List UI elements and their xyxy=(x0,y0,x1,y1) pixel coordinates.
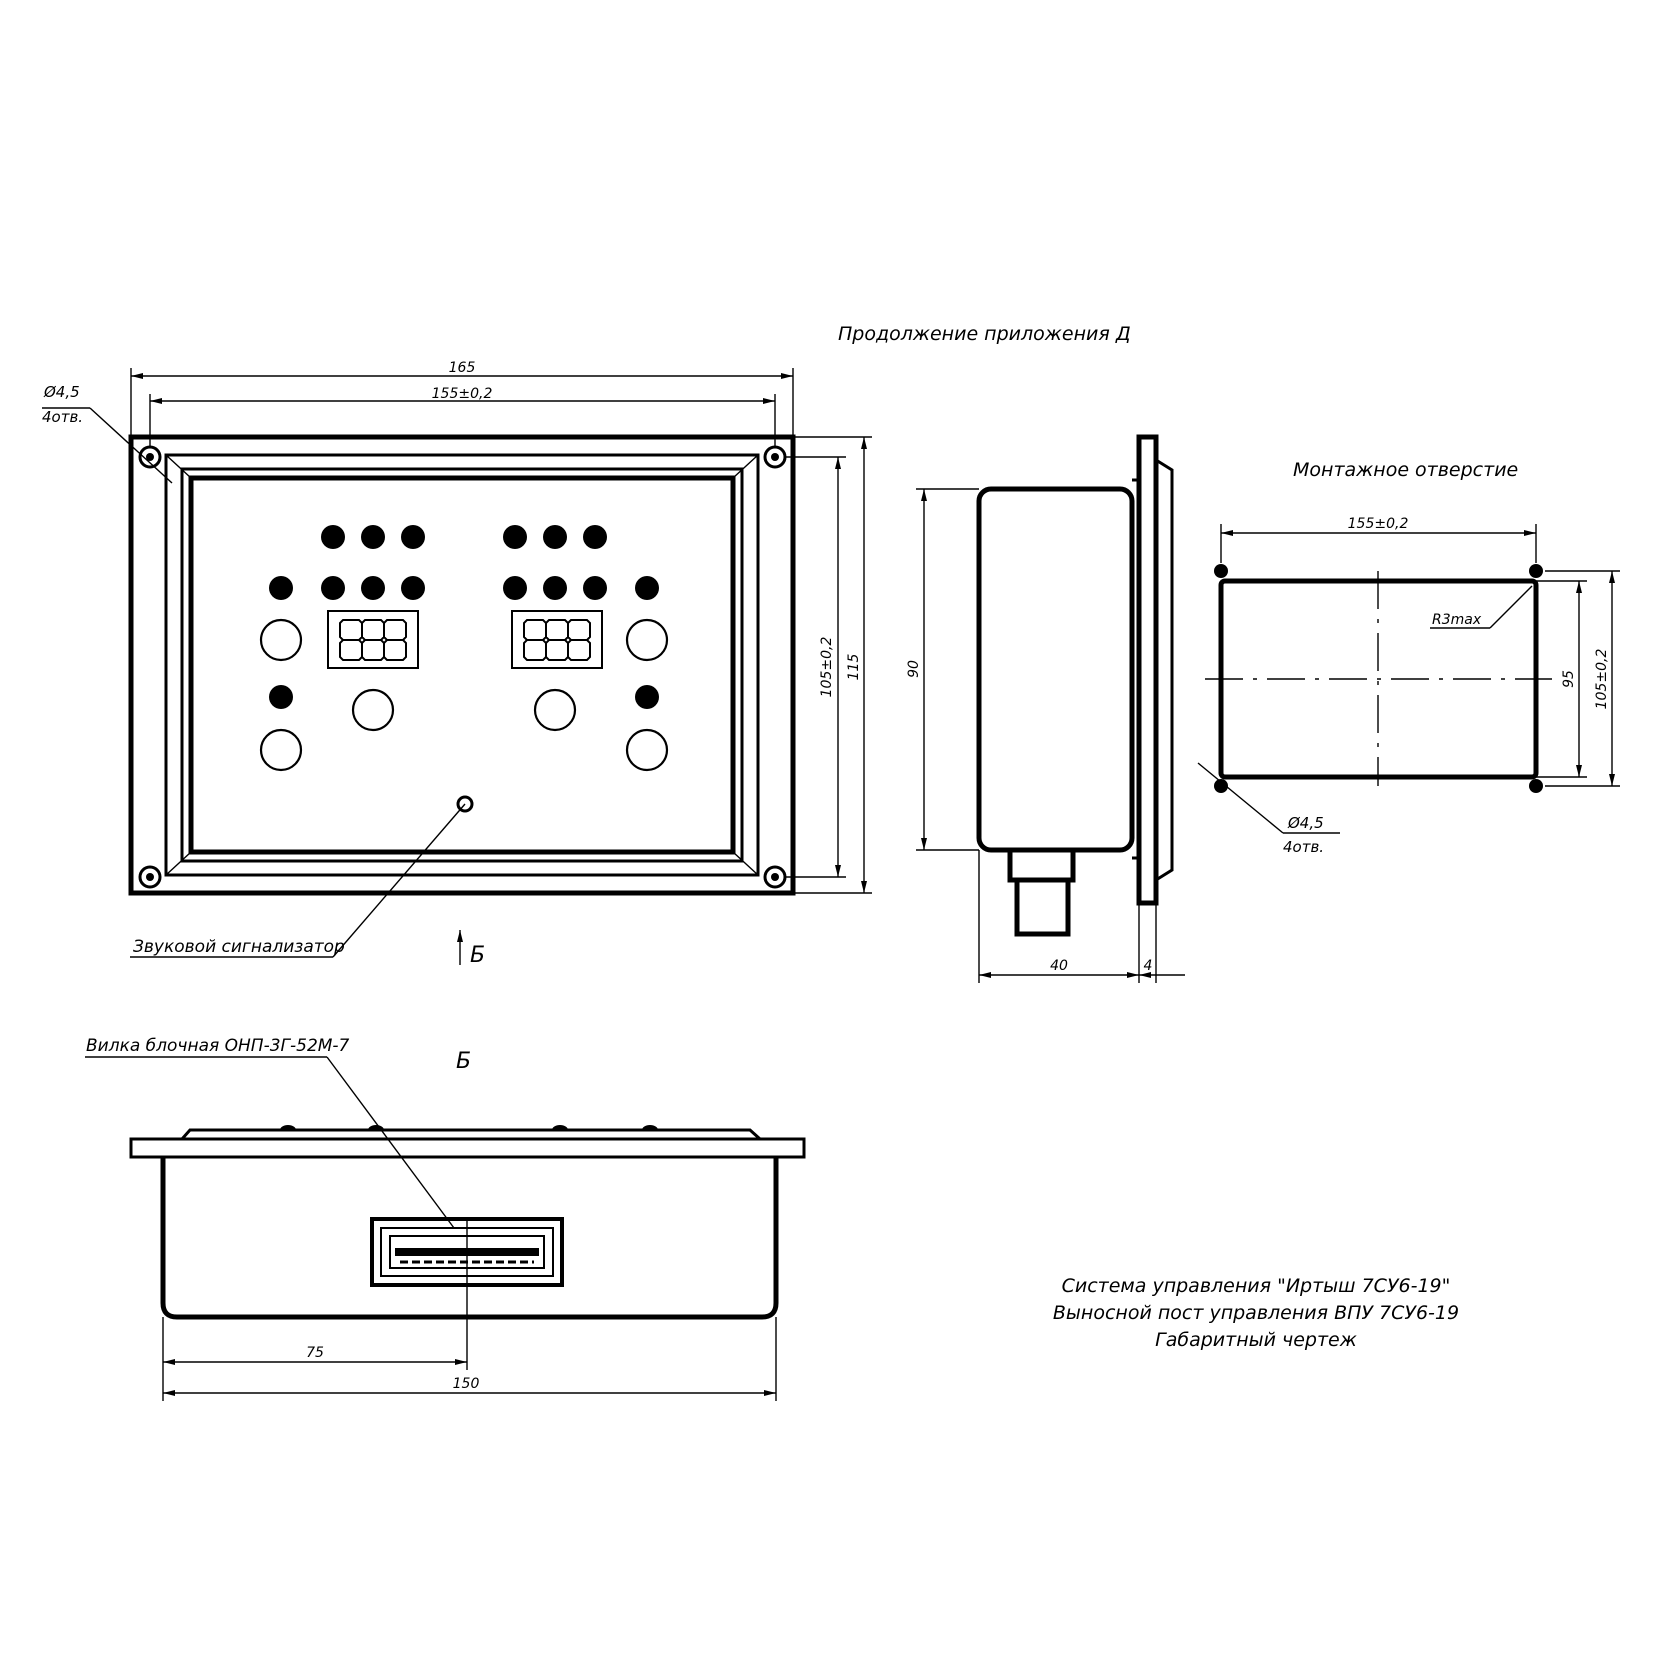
dim-depth: 40 xyxy=(1050,958,1068,974)
cutout-hole-diameter: Ø4,5 xyxy=(1287,814,1324,832)
led-icon xyxy=(503,525,527,549)
view-arrow-label: Б xyxy=(470,943,485,968)
push-button-icon xyxy=(259,728,303,772)
led-icon xyxy=(635,685,659,709)
mounting-cutout-view: Монтажное отверстие 155±0,2 R3max 95 105… xyxy=(1197,459,1620,856)
led-icon xyxy=(503,576,527,600)
cutout-title: Монтажное отверстие xyxy=(1293,459,1518,481)
led-icon xyxy=(361,576,385,600)
led-icon xyxy=(635,576,659,600)
dim-overall-height: 115 xyxy=(846,654,862,681)
side-connector-base xyxy=(1007,847,1076,883)
cutout-hole-icon xyxy=(1214,564,1228,578)
appendix-caption: Продолжение приложения Д xyxy=(838,323,1131,345)
title-line-2: Выносной пост управления ВПУ 7СУ6-19 xyxy=(1053,1302,1459,1324)
bottom-flange xyxy=(129,1137,806,1159)
front-flange-outline xyxy=(128,434,796,896)
push-button-icon xyxy=(259,618,303,662)
led-icon xyxy=(543,576,567,600)
led-icon xyxy=(361,525,385,549)
dim-body-width: 150 xyxy=(453,1376,480,1392)
cutout-dim-hole-spacing-x: 155±0,2 xyxy=(1348,516,1409,532)
dim-overall-width: 165 xyxy=(449,360,476,376)
title-line-1: Система управления "Иртыш 7СУ6-19" xyxy=(1062,1275,1451,1297)
cutout-hole-icon xyxy=(1214,779,1228,793)
bottom-bezel xyxy=(180,1128,762,1141)
push-button-icon xyxy=(625,618,669,662)
mounting-hole-icon xyxy=(138,865,162,889)
bottom-view: Б Вилка блочная ОНП-3Г-52М-7 75 150 xyxy=(85,1036,806,1401)
mounting-hole-icon xyxy=(763,445,787,469)
buzzer-label: Звуковой сигнализатор xyxy=(133,937,345,957)
front-bezel-outline xyxy=(164,453,760,877)
led-icon xyxy=(583,525,607,549)
seven-segment-display-left xyxy=(327,610,419,669)
front-view: 165 155±0,2 105±0,2 115 Ø4,5 4отв. Звуко… xyxy=(42,360,872,968)
dim-connector-offset: 75 xyxy=(306,1345,324,1361)
cutout-dim-height: 95 xyxy=(1561,670,1577,688)
led-icon xyxy=(269,685,293,709)
led-icon xyxy=(543,525,567,549)
cutout-hole-icon xyxy=(1529,779,1543,793)
led-indicators-right xyxy=(503,525,659,709)
led-icon xyxy=(583,576,607,600)
side-view: 90 40 4 xyxy=(906,434,1185,983)
corner-radius-label: R3max xyxy=(1432,612,1482,628)
cutout-hole-icon xyxy=(1529,564,1543,578)
led-icon xyxy=(321,576,345,600)
mounting-hole-icon xyxy=(763,865,787,889)
dim-body-height: 90 xyxy=(906,660,922,678)
front-panel xyxy=(188,475,736,855)
hole-count-label: 4отв. xyxy=(42,408,83,426)
connector-label: Вилка блочная ОНП-3Г-52М-7 xyxy=(86,1036,350,1056)
led-icon xyxy=(269,576,293,600)
led-icon xyxy=(401,576,425,600)
dim-flange: 4 xyxy=(1144,958,1153,974)
seven-segment-display-right xyxy=(511,610,603,669)
cutout-hole-count: 4отв. xyxy=(1283,838,1324,856)
dim-hole-spacing-x: 155±0,2 xyxy=(432,386,493,402)
led-indicators-left xyxy=(269,525,425,709)
side-bezel xyxy=(1155,458,1174,882)
push-button-icon xyxy=(533,688,577,732)
led-icon xyxy=(321,525,345,549)
push-button-icon xyxy=(625,728,669,772)
front-bezel-inner xyxy=(180,467,744,863)
title-line-3: Габаритный чертеж xyxy=(1155,1329,1357,1351)
dim-hole-spacing-y: 105±0,2 xyxy=(819,637,835,698)
cutout-dim-hole-spacing-y: 105±0,2 xyxy=(1594,649,1610,710)
push-button-icon xyxy=(351,688,395,732)
title-block: Система управления "Иртыш 7СУ6-19" Вынос… xyxy=(1053,1275,1459,1351)
side-flange xyxy=(1136,434,1159,906)
side-connector xyxy=(1014,877,1071,937)
side-body xyxy=(976,486,1135,853)
bottom-body xyxy=(160,1157,779,1320)
led-icon xyxy=(401,525,425,549)
bottom-view-title: Б xyxy=(456,1049,471,1074)
hole-diameter-label: Ø4,5 xyxy=(43,383,80,401)
